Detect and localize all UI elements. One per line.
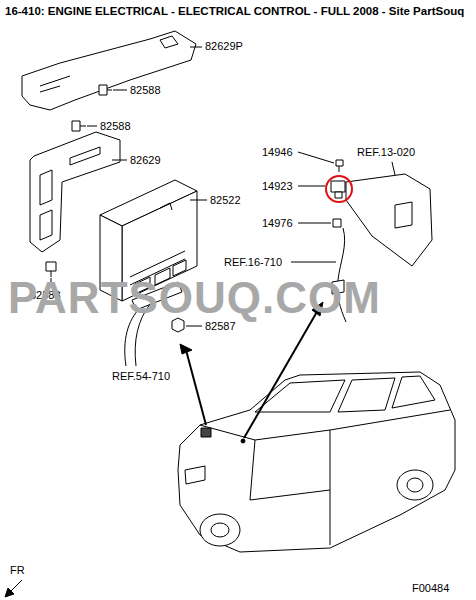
callout-number: 82629	[130, 154, 161, 167]
plate-cutout	[395, 202, 412, 228]
callout-number: 14946	[262, 146, 293, 159]
bolt	[99, 85, 112, 95]
clip	[333, 219, 341, 227]
front-arrow	[5, 580, 22, 597]
callout-number: 82522	[210, 194, 241, 207]
bolt	[336, 160, 343, 172]
bracket-cutout	[40, 147, 100, 240]
bolt	[72, 121, 86, 131]
callout-number: 82588	[100, 120, 131, 133]
direction-label: FR	[10, 564, 25, 577]
drawing-code: F00484	[412, 582, 449, 595]
watermark: PARTSOUQ.COM	[8, 274, 381, 322]
callout-number: 14923	[262, 180, 293, 193]
callout-number: 14976	[262, 217, 293, 230]
bracket-detail	[40, 76, 70, 92]
diagram-title: 16-410: ENGINE ELECTRICAL - ELECTRICAL C…	[5, 5, 464, 18]
callout-number: 82629P	[205, 40, 243, 53]
upper-bracket	[22, 31, 196, 110]
highlight-circle	[326, 176, 352, 202]
mounting-plate	[346, 174, 432, 266]
callout-number: 82588	[130, 84, 161, 97]
bracket-hole	[160, 36, 178, 48]
reference-label: REF.54-710	[112, 370, 170, 383]
reference-label: REF.16-710	[224, 256, 282, 269]
reference-label: REF.13-020	[357, 146, 415, 159]
location-arrow	[180, 302, 323, 438]
sensor	[331, 181, 345, 198]
vehicle	[178, 372, 455, 552]
